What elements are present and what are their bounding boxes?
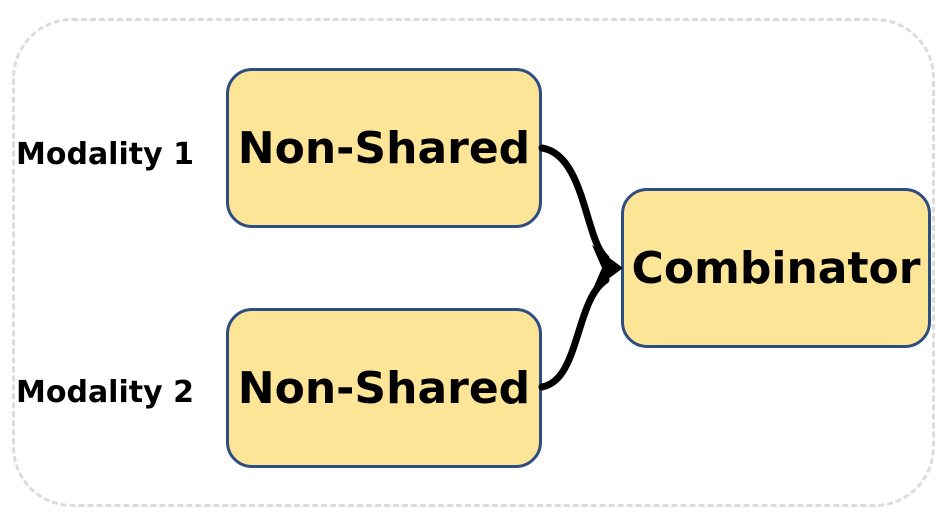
arrow-non-shared-2-to-combinator [538,276,610,391]
non-shared-box-2-label: Non-Shared [237,362,531,414]
combinator-box-label: Combinator [631,242,921,294]
non-shared-box-1: Non-Shared [226,68,542,228]
non-shared-box-2: Non-Shared [226,308,542,468]
non-shared-box-1-label: Non-Shared [237,122,531,174]
modality-1-label: Modality 1 [16,137,194,172]
arrowhead-icon [592,245,623,291]
arrow-non-shared-1-to-combinator [538,144,610,262]
modality-2-label: Modality 2 [16,375,194,410]
dashed-container-frame [12,18,935,507]
combinator-box: Combinator [621,188,931,348]
